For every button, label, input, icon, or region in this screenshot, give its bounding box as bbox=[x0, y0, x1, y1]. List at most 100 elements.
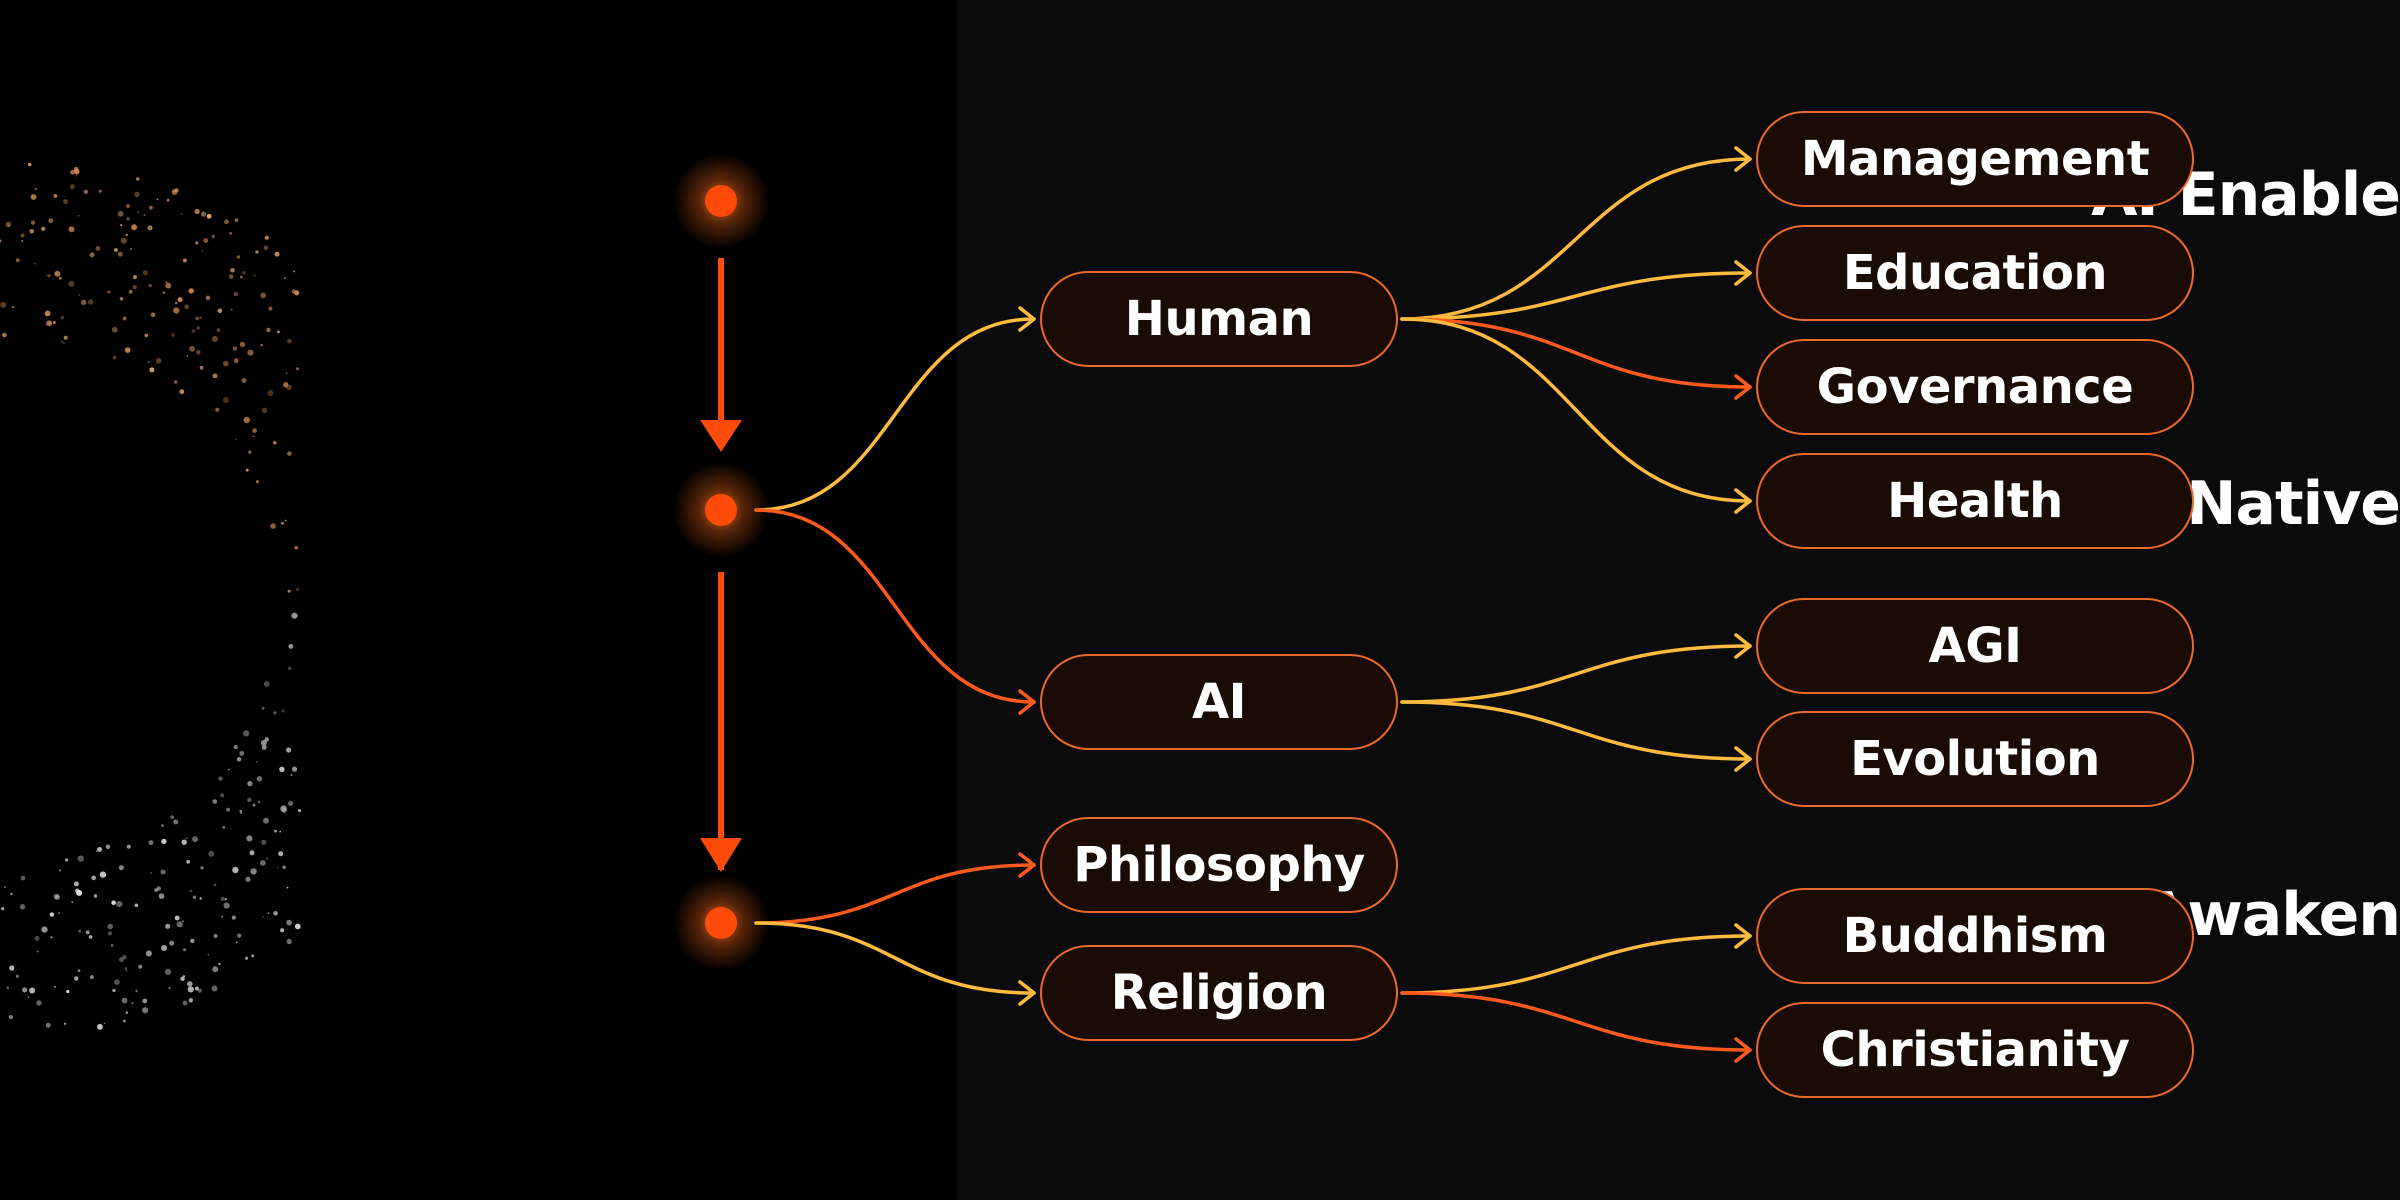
particle-dot bbox=[263, 817, 269, 824]
particle-dot bbox=[228, 768, 230, 771]
particle-dot bbox=[266, 327, 271, 333]
particle-dot bbox=[293, 270, 295, 273]
particle-dot bbox=[74, 976, 79, 981]
particle-dot bbox=[180, 976, 185, 981]
particle-dot bbox=[162, 291, 165, 294]
particle-dot bbox=[45, 1022, 51, 1028]
node-governance-label: Governance bbox=[1816, 359, 2134, 415]
connector-native-ai bbox=[754, 508, 1036, 704]
particle-dot bbox=[103, 1022, 106, 1025]
particle-dot bbox=[78, 293, 81, 296]
particle-dot bbox=[233, 358, 239, 364]
particle-dot bbox=[174, 188, 179, 193]
connector-human-health bbox=[1400, 317, 1752, 503]
particle-dot bbox=[117, 210, 124, 217]
particle-dot bbox=[77, 214, 80, 217]
particle-dot bbox=[261, 707, 265, 710]
particle-dot bbox=[107, 290, 111, 294]
particle-dot bbox=[156, 886, 161, 891]
particle-dot bbox=[89, 252, 95, 258]
particle-dot bbox=[95, 850, 98, 852]
particle-dot bbox=[281, 709, 285, 713]
particle-dot bbox=[8, 1014, 13, 1020]
particle-dot bbox=[53, 321, 56, 324]
particle-dot bbox=[125, 203, 131, 209]
particle-dot bbox=[235, 941, 238, 944]
particle-dot bbox=[279, 830, 282, 833]
particle-dot bbox=[240, 275, 243, 279]
particle-dot bbox=[200, 211, 207, 217]
connector-religion-buddhism-head bbox=[1734, 923, 1752, 949]
particle-dot bbox=[134, 903, 139, 908]
particle-dot bbox=[283, 382, 289, 388]
particle-dot bbox=[232, 346, 237, 351]
particle-dot bbox=[27, 996, 30, 999]
node-evolution-label: Evolution bbox=[1850, 731, 2100, 787]
particle-dot bbox=[29, 987, 36, 994]
particle-dot bbox=[164, 968, 172, 976]
particle-dot bbox=[213, 933, 218, 939]
particle-dot bbox=[168, 987, 171, 990]
particle-dot bbox=[267, 390, 274, 397]
particle-dot bbox=[117, 251, 123, 257]
particle-dot bbox=[147, 225, 153, 231]
particle-dot bbox=[46, 274, 48, 277]
node-agi-label: AGI bbox=[1928, 618, 2022, 674]
stage-node-dot-native bbox=[705, 494, 737, 526]
particle-dot bbox=[147, 360, 150, 364]
particle-dot bbox=[279, 766, 285, 772]
particle-dot bbox=[221, 915, 224, 918]
connector-human-health-head bbox=[1734, 488, 1752, 514]
particle-dot bbox=[73, 881, 79, 887]
particle-dot bbox=[4, 886, 6, 889]
particle-dot bbox=[143, 214, 146, 217]
particle-dot bbox=[165, 281, 168, 284]
particle-dot bbox=[298, 809, 301, 813]
particle-dot bbox=[6, 986, 9, 989]
node-management: Management bbox=[1756, 111, 2194, 207]
particle-dot bbox=[10, 892, 13, 896]
particle-dot bbox=[256, 776, 263, 782]
particle-dot bbox=[199, 316, 202, 319]
node-philosophy-label: Philosophy bbox=[1073, 837, 1365, 893]
particle-dot bbox=[61, 340, 63, 343]
particle-dot bbox=[262, 915, 265, 918]
particle-dot bbox=[222, 825, 226, 829]
particle-dot bbox=[226, 807, 231, 812]
particle-dot bbox=[286, 747, 292, 753]
particle-dot bbox=[179, 389, 185, 395]
connector-native-ai-head bbox=[1018, 689, 1036, 715]
particle-dot bbox=[63, 199, 68, 205]
particle-dot bbox=[280, 805, 287, 812]
particle-dot bbox=[290, 774, 293, 776]
particle-dot bbox=[71, 901, 74, 904]
particle-dot bbox=[278, 851, 284, 857]
particle-dot bbox=[123, 1019, 126, 1023]
particle-dot bbox=[276, 866, 279, 869]
particle-dot bbox=[287, 338, 292, 344]
particle-dot bbox=[239, 341, 246, 348]
particle-dot bbox=[291, 766, 298, 772]
particle-dot bbox=[291, 612, 298, 619]
particle-dot bbox=[119, 296, 124, 301]
particle-dot bbox=[257, 800, 261, 804]
particle-dot bbox=[195, 241, 199, 245]
node-evolution: Evolution bbox=[1756, 711, 2194, 807]
particle-dot bbox=[144, 333, 149, 338]
particle-dot bbox=[273, 711, 277, 715]
particle-dot bbox=[268, 306, 273, 311]
particle-dot bbox=[0, 239, 2, 243]
connector-ai-agi-head bbox=[1734, 633, 1752, 659]
particle-dot bbox=[239, 751, 245, 756]
particle-dot bbox=[90, 975, 94, 979]
stage-node-dot-awaken bbox=[705, 907, 737, 939]
particle-dot bbox=[11, 305, 15, 309]
particle-dot bbox=[29, 229, 35, 234]
particle-dot bbox=[189, 998, 193, 1002]
particle-dot bbox=[98, 189, 102, 193]
particle-dot bbox=[142, 1007, 149, 1014]
particle-dot bbox=[234, 438, 237, 441]
particle-dot bbox=[203, 238, 209, 244]
particle-dot bbox=[60, 315, 65, 320]
particle-dot bbox=[80, 299, 87, 306]
